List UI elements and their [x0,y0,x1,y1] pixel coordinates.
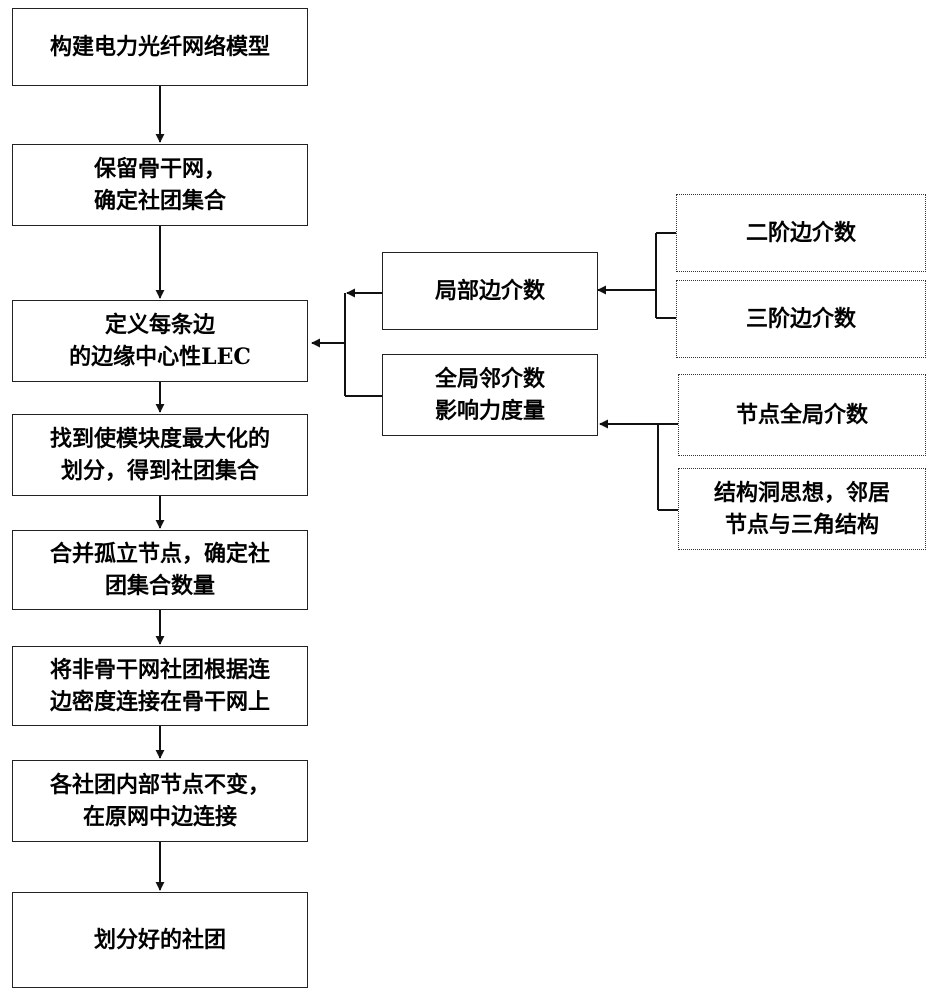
second-order-edge-betweenness: 二阶边介数 [676,194,926,272]
middle-text: 局部边介数 [435,275,545,307]
right-text: 节点全局介数 [736,399,868,431]
step-result-communities: 划分好的社团 [12,892,308,988]
step-text: 构建电力光纤网络模型 [50,31,270,63]
step-text: 找到使模块度最大化的 划分，得到社团集合 [50,423,270,487]
step-text: 将非骨干网社团根据连 边密度连接在骨干网上 [50,654,270,718]
step-connect-non-backbone: 将非骨干网社团根据连 边密度连接在骨干网上 [12,646,308,726]
step-keep-backbone: 保留骨干网， 确定社团集合 [12,144,308,226]
node-global-betweenness: 节点全局介数 [678,374,926,456]
step-build-model: 构建电力光纤网络模型 [12,8,308,86]
third-order-edge-betweenness: 三阶边介数 [676,280,926,358]
step-text: 保留骨干网， 确定社团集合 [94,153,226,217]
step-text: 划分好的社团 [94,924,226,956]
right-text: 二阶边介数 [746,217,856,249]
step-define-lec: 定义每条边 的边缘中心性LEC [12,300,308,382]
step-maximize-modularity: 找到使模块度最大化的 划分，得到社团集合 [12,414,308,496]
step-text: 合并孤立节点，确定社 团集合数量 [50,538,270,602]
local-edge-betweenness: 局部边介数 [382,252,598,330]
right-text: 三阶边介数 [746,303,856,335]
right-text: 结构洞思想，邻居 节点与三角结构 [714,477,890,541]
structural-hole-idea: 结构洞思想，邻居 节点与三角结构 [678,468,926,550]
step-text: 定义每条边 的边缘中心性LEC [69,309,251,373]
step-text: 各社团内部节点不变， 在原网中边连接 [50,769,270,833]
global-neighbor-betweenness: 全局邻介数 影响力度量 [382,354,598,436]
step-internal-nodes: 各社团内部节点不变， 在原网中边连接 [12,760,308,842]
step-merge-isolated: 合并孤立节点，确定社 团集合数量 [12,530,308,610]
middle-text: 全局邻介数 影响力度量 [435,363,545,427]
